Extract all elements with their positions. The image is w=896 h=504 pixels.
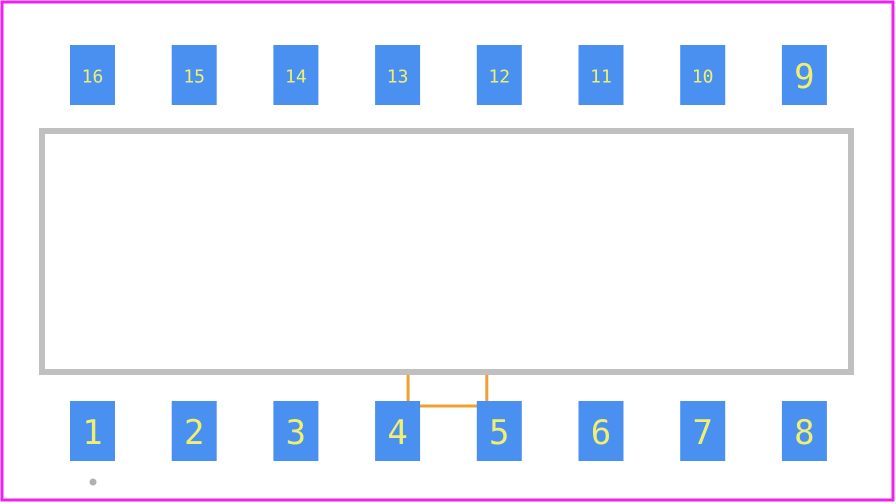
pad-1-label: 1	[82, 413, 102, 453]
pad-3-label: 3	[286, 413, 306, 453]
pad-11-label: 11	[590, 67, 612, 88]
pad-4-label: 4	[387, 413, 407, 453]
pad-6-label: 6	[591, 413, 611, 453]
pad-2-label: 2	[184, 413, 204, 453]
pad-10: 10	[680, 45, 726, 105]
pad-11: 11	[578, 45, 624, 105]
pad-14-label: 14	[285, 67, 307, 88]
pad-5-label: 5	[489, 413, 509, 453]
pad-10-label: 10	[692, 67, 714, 88]
pad-16-shape	[70, 45, 115, 105]
pad-15: 15	[171, 45, 217, 105]
pad-2-shape	[171, 401, 217, 461]
pad-5: 5	[476, 401, 522, 461]
pad-13-label: 13	[387, 67, 409, 88]
pin1-marker-dot	[89, 478, 97, 486]
pad-8: 8	[781, 401, 827, 461]
pad-9: 9	[781, 45, 827, 105]
pad-10-shape	[680, 45, 726, 105]
pad-13-shape	[375, 45, 421, 105]
pad-16: 16	[70, 45, 115, 105]
pad-3-shape	[273, 401, 319, 461]
pad-8-label: 8	[794, 413, 814, 453]
pad-13: 13	[375, 45, 421, 105]
pad-15-shape	[171, 45, 217, 105]
pad-4-shape	[375, 401, 421, 461]
pad-6: 6	[578, 401, 624, 461]
pad-12-label: 12	[488, 67, 510, 88]
pad-1-shape	[70, 401, 115, 461]
pad-14: 14	[273, 45, 319, 105]
pad-12-shape	[476, 45, 522, 105]
pad-15-label: 15	[183, 67, 205, 88]
pad-4: 4	[375, 401, 421, 461]
pad-16-label: 16	[82, 67, 104, 88]
pad-7-shape	[680, 401, 726, 461]
component-body-outline	[39, 128, 854, 375]
pad-7: 7	[680, 401, 726, 461]
pad-9-shape	[781, 45, 827, 105]
pad-5-shape	[476, 401, 522, 461]
pad-14-shape	[273, 45, 319, 105]
pad-8-shape	[781, 401, 827, 461]
pad-1: 1	[70, 401, 115, 461]
pad-6-shape	[578, 401, 624, 461]
pad-12: 12	[476, 45, 522, 105]
pad-3: 3	[273, 401, 319, 461]
pad-7-label: 7	[692, 413, 712, 453]
pad-11-shape	[578, 45, 624, 105]
pad-9-label: 9	[794, 57, 814, 97]
pin-link-trace	[406, 375, 489, 408]
pad-2: 2	[171, 401, 217, 461]
bottom-pad-row: 1 2 3 4 5 6 7 8	[70, 401, 827, 461]
top-pad-row: 16 15 14 13 12 11 10 9	[70, 45, 827, 105]
